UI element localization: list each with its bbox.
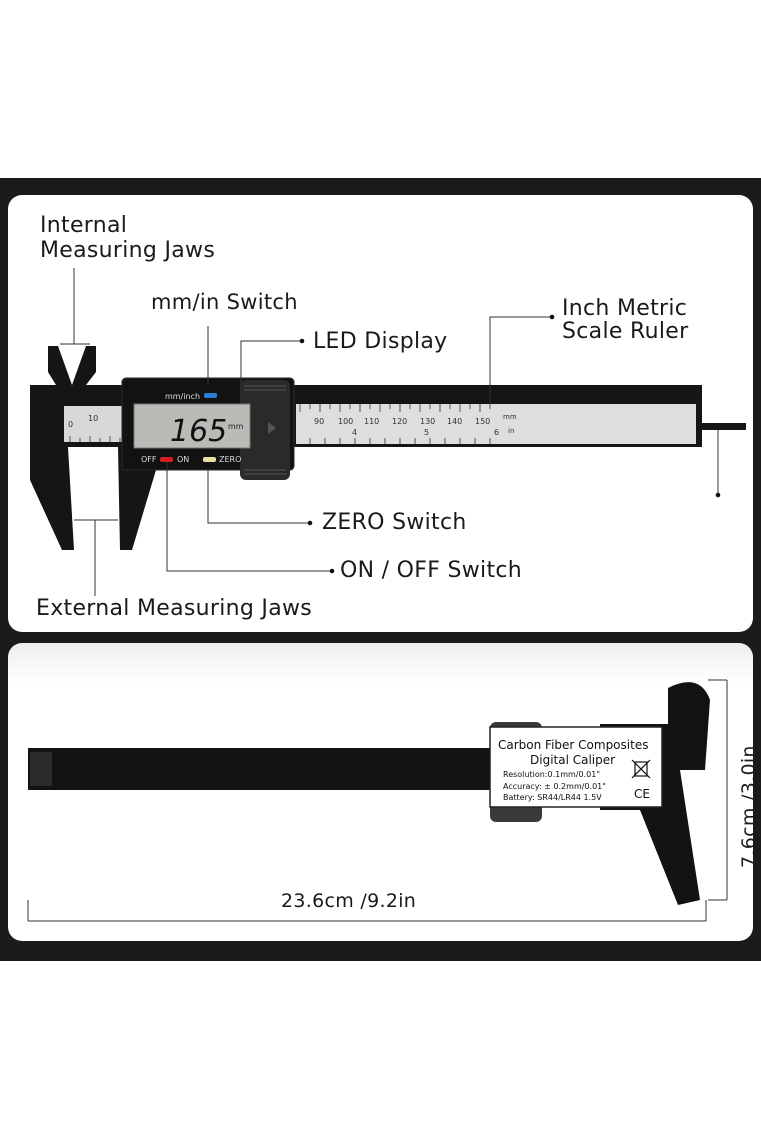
internal-jaw-fixed <box>48 346 72 385</box>
mm-inch-button-label: mm/inch <box>165 392 200 401</box>
zero-switch-label: ZERO Switch <box>322 510 467 535</box>
scale-number-120: 120 <box>392 417 407 426</box>
scale-number-110: 110 <box>364 417 379 426</box>
depth-rod <box>700 423 746 430</box>
scale-ruler-label-line1: Inch Metric <box>562 296 688 321</box>
product-label-card <box>489 726 663 808</box>
scale-in-label: in <box>508 427 514 435</box>
mm-inch-button[interactable] <box>204 393 217 398</box>
scale-number-150: 150 <box>475 417 490 426</box>
label-line2: Digital Caliper <box>530 753 615 767</box>
on-button-label: ON <box>177 455 189 464</box>
scale-number-0: 0 <box>68 420 73 429</box>
dimension-lines <box>27 679 728 922</box>
internal-jaws-label-line2: Measuring Jaws <box>40 238 216 263</box>
scale-number-100: 100 <box>338 417 353 426</box>
lcd-unit: mm <box>228 422 244 431</box>
external-jaw-fixed <box>30 447 74 550</box>
lcd-screen <box>133 403 251 449</box>
off-button-label: OFF <box>141 455 157 464</box>
on-off-button[interactable] <box>160 457 173 462</box>
internal-jaws-label-line1: Internal <box>40 213 128 238</box>
scale-left-strip <box>64 406 130 442</box>
label-accuracy: Accuracy: ± 0.2mm/0.01" <box>503 782 606 791</box>
zero-button-label: ZERO <box>219 455 241 464</box>
ce-mark: CE <box>634 787 650 801</box>
external-jaws-label: External Measuring Jaws <box>36 596 313 621</box>
on-off-switch-label: ON / OFF Switch <box>340 558 523 583</box>
scale-right-strip <box>296 404 696 444</box>
mm-in-switch-label: mm/in Switch <box>151 290 298 314</box>
scale-number-10: 10 <box>88 414 98 423</box>
scale-number-140: 140 <box>447 417 462 426</box>
label-resolution: Resolution:0.1mm/0.01" <box>503 770 600 779</box>
lcd-reading: 165 <box>170 414 227 449</box>
scale-inch-4: 4 <box>352 428 357 437</box>
label-line1: Carbon Fiber Composites <box>498 738 648 752</box>
scale-mm-label: mm <box>503 413 517 421</box>
label-battery: Battery: SR44/LR44 1.5V <box>503 793 602 802</box>
led-display-label: LED Display <box>313 329 448 354</box>
scale-number-90: 90 <box>314 417 324 426</box>
external-jaw-sliding <box>118 447 156 550</box>
scale-inch-5: 5 <box>424 428 429 437</box>
internal-jaw-sliding <box>72 346 96 385</box>
callout-lines <box>60 268 719 596</box>
side-beam-end <box>30 752 52 786</box>
scale-ticks <box>69 404 491 444</box>
scale-number-130: 130 <box>420 417 435 426</box>
height-dimension-label: 7.6cm /3.0in <box>738 745 760 868</box>
thumb-arrow-icon <box>268 422 276 434</box>
recycle-bin-icon <box>631 759 651 779</box>
side-beam <box>28 748 560 790</box>
scale-ruler-label-line2: Scale Ruler <box>562 319 689 344</box>
scale-inch-6: 6 <box>494 428 499 437</box>
thumb-wheel[interactable] <box>240 380 290 480</box>
side-jaw-top <box>668 682 710 770</box>
zero-button[interactable] <box>203 457 216 462</box>
length-dimension-label: 23.6cm /9.2in <box>281 890 417 912</box>
